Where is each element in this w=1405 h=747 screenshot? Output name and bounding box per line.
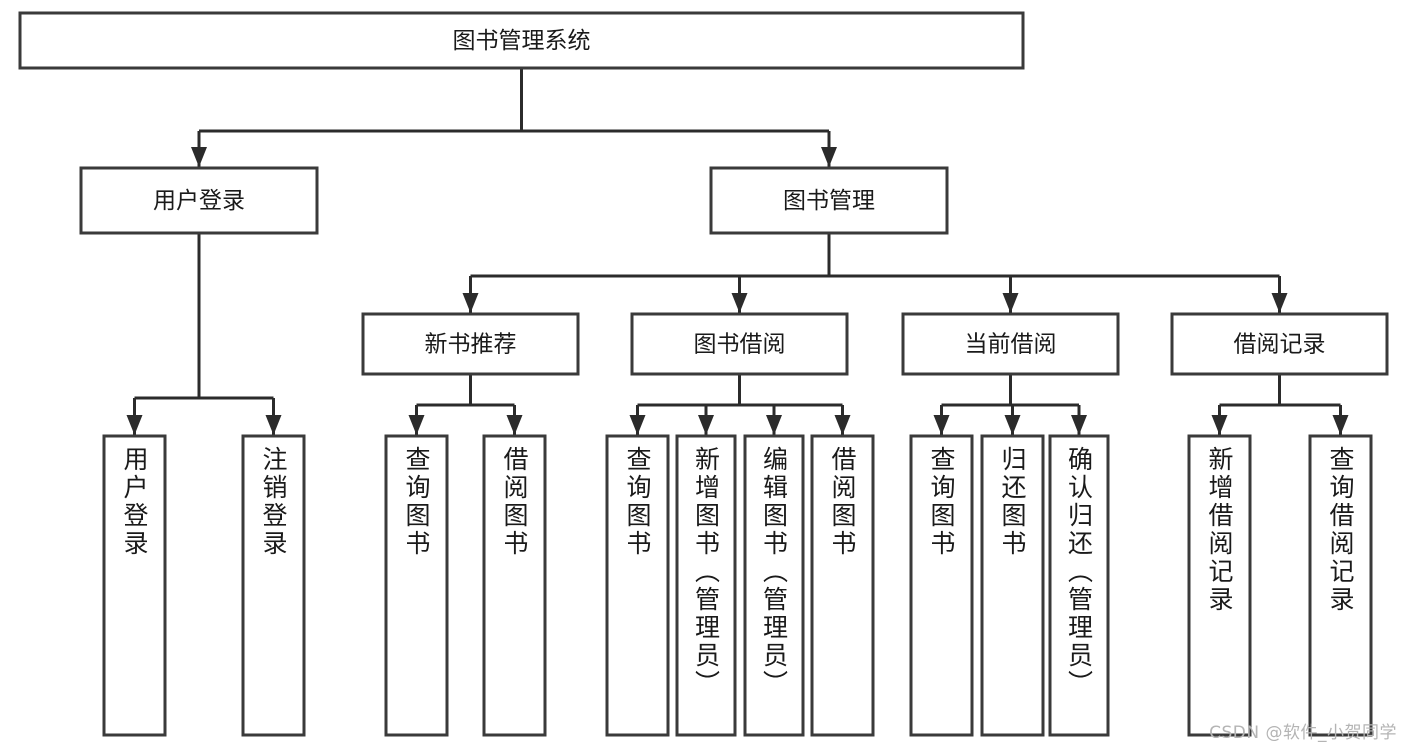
node-label-root: 图书管理系统 <box>453 28 591 54</box>
bookborrow-to-leaves-arrow-3 <box>834 415 851 435</box>
node-label-current-borrow: 当前借阅 <box>965 332 1057 358</box>
node-box-leaf-query-record[interactable] <box>1308 434 1373 737</box>
node-label-borrow-record: 借阅记录 <box>1234 332 1326 358</box>
node-box-leaf-add-book[interactable] <box>675 434 737 737</box>
userlogin-to-leaves-arrow-1 <box>265 415 282 435</box>
node-label-new-book-rec: 新书推荐 <box>425 332 517 358</box>
userlogin-to-leaves-arrow-0 <box>126 415 143 435</box>
node-box-leaf-user-logout[interactable] <box>241 434 306 737</box>
bookmanage-to-l3-arrow-0 <box>462 293 479 313</box>
node-label-book-borrow: 图书借阅 <box>694 332 786 358</box>
bookmanage-to-l3-arrow-2 <box>1002 293 1019 313</box>
newbook-to-leaves-arrow-0 <box>408 415 425 435</box>
node-label-user-login: 用户登录 <box>153 188 245 214</box>
node-box-root[interactable] <box>18 11 1025 70</box>
newbook-to-leaves-arrow-1 <box>506 415 523 435</box>
node-box-leaf-query-book-1[interactable] <box>384 434 449 737</box>
node-box-book-manage[interactable] <box>709 166 949 235</box>
root-to-l2-arrow-0 <box>191 147 207 167</box>
node-box-leaf-user-login[interactable] <box>102 434 167 737</box>
watermark-text: CSDN @软件_小贺同学 <box>1209 723 1397 743</box>
node-box-leaf-add-record[interactable] <box>1187 434 1252 737</box>
node-box-borrow-record[interactable] <box>1170 312 1389 376</box>
bookmanage-to-l3-arrow-1 <box>731 293 748 313</box>
node-box-current-borrow[interactable] <box>901 312 1120 376</box>
record-to-leaves-arrow-0 <box>1211 415 1228 435</box>
node-box-leaf-edit-book[interactable] <box>743 434 805 737</box>
curborrow-to-leaves-arrow-2 <box>1071 415 1087 435</box>
root-to-l2-arrow-1 <box>821 147 837 167</box>
node-box-book-borrow[interactable] <box>630 312 849 376</box>
node-box-leaf-borrow-book-2[interactable] <box>810 434 875 737</box>
node-box-user-login[interactable] <box>79 166 319 235</box>
bookborrow-to-leaves-arrow-2 <box>766 415 782 435</box>
curborrow-to-leaves-arrow-0 <box>933 415 950 435</box>
node-box-layer <box>18 11 1389 737</box>
curborrow-to-leaves-arrow-1 <box>1004 415 1021 435</box>
node-box-leaf-confirm-return[interactable] <box>1048 434 1110 737</box>
node-box-leaf-return-book[interactable] <box>980 434 1045 737</box>
node-box-new-book-rec[interactable] <box>361 312 580 376</box>
bookborrow-to-leaves-arrow-1 <box>698 415 714 435</box>
node-box-leaf-query-book-2[interactable] <box>605 434 670 737</box>
node-box-leaf-borrow-book-1[interactable] <box>482 434 547 737</box>
bookborrow-to-leaves-arrow-0 <box>629 415 646 435</box>
node-box-leaf-query-book-3[interactable] <box>909 434 974 737</box>
connector-layer <box>126 68 1349 435</box>
record-to-leaves-arrow-1 <box>1332 415 1349 435</box>
node-label-book-manage: 图书管理 <box>783 188 875 214</box>
bookmanage-to-l3-arrow-3 <box>1271 293 1288 313</box>
